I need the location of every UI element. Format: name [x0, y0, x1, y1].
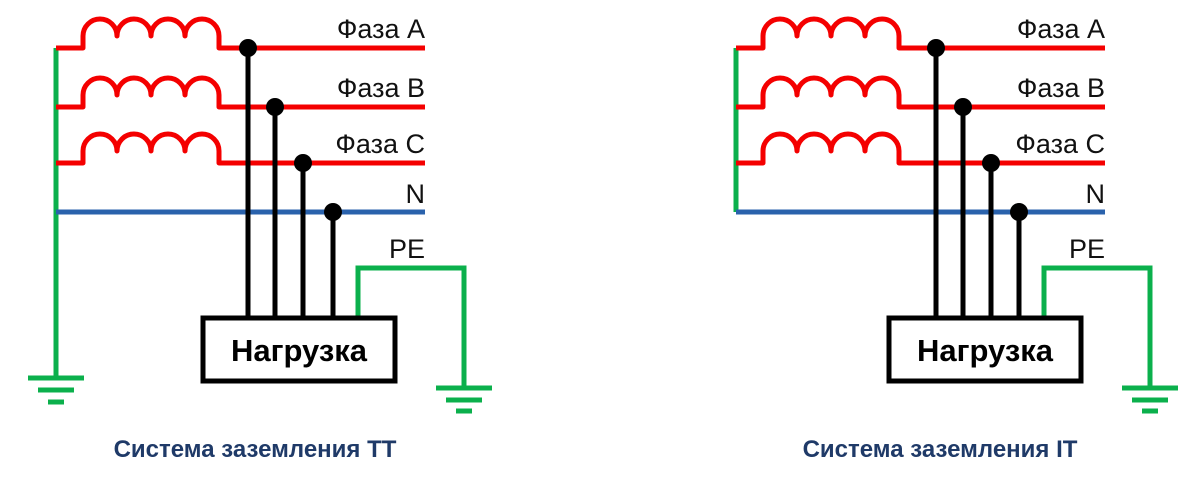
it-label-neutral: N — [1086, 179, 1106, 209]
tt-label-phase-b: Фаза B — [337, 73, 425, 103]
tt-winding-phase-c — [56, 131, 303, 166]
tt-label-pe: PE — [389, 234, 425, 264]
it-pe-conductor — [1041, 265, 1153, 388]
tt-junction-dot-phase-b — [266, 98, 284, 116]
tt-label-phase-a: Фаза A — [337, 14, 425, 44]
tt-junction-dot-phase-c — [294, 154, 312, 172]
tt-load-earth-electrode-icon — [436, 385, 492, 414]
it-junction-dot-phase-c — [982, 154, 1000, 172]
tt-pe-conductor — [355, 265, 467, 388]
it-junction-dot-neutral — [1010, 203, 1028, 221]
it-label-pe: PE — [1069, 234, 1105, 264]
it-load-box — [886, 315, 1084, 384]
it-junction-dot-phase-b — [954, 98, 972, 116]
tt-junction-dot-neutral — [324, 203, 342, 221]
it-caption: Система заземления IT — [803, 436, 1078, 463]
tt-winding-phase-b — [56, 75, 275, 110]
it-load-label: Нагрузка — [917, 333, 1054, 368]
tt-junction-dot-phase-a — [239, 39, 257, 57]
tt-winding-phase-a — [56, 16, 248, 51]
it-load-earth-electrode-icon — [1122, 385, 1178, 414]
it-label-phase-c: Фаза C — [1015, 129, 1105, 159]
tt-label-phase-c: Фаза C — [335, 129, 425, 159]
it-winding-phase-c — [736, 131, 991, 166]
it-label-phase-b: Фаза B — [1017, 73, 1105, 103]
it-winding-phase-a — [736, 16, 936, 51]
tt-load-box — [200, 315, 398, 384]
it-junction-dot-phase-a — [927, 39, 945, 57]
tt-caption: Система заземления TT — [114, 436, 397, 463]
tt-source-earth-electrode-icon — [28, 375, 84, 405]
tt-label-neutral: N — [406, 179, 426, 209]
it-label-phase-a: Фаза A — [1017, 14, 1105, 44]
tt-load-label: Нагрузка — [231, 333, 368, 368]
it-winding-phase-b — [736, 75, 963, 110]
